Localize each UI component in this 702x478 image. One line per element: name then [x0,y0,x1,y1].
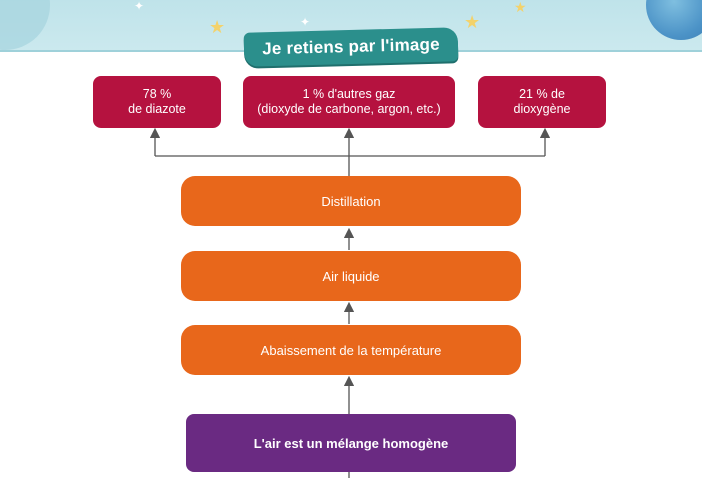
step-distillation: Distillation [181,176,521,226]
output-autres-gaz-label: 1 % d'autres gaz (dioxyde de carbone, ar… [257,87,441,116]
star-icon: ★ [514,0,527,15]
output-diazote-label: 78 % de diazote [128,87,186,116]
step-air-liquide: Air liquide [181,251,521,301]
step-abaissement-temperature: Abaissement de la température [181,325,521,375]
star-icon: ✦ [300,15,311,29]
star-icon: ✦ [134,0,145,13]
start-air-melange: L'air est un mélange homogène [186,414,516,472]
star-icon: ★ [464,12,481,32]
output-autres-gaz: 1 % d'autres gaz (dioxyde de carbone, ar… [243,76,455,128]
output-dioxygene-label: 21 % de dioxygène [513,87,571,116]
star-icon: ★ [209,17,226,37]
output-diazote: 78 % de diazote [93,76,221,128]
output-dioxygene: 21 % de dioxygène [478,76,606,128]
